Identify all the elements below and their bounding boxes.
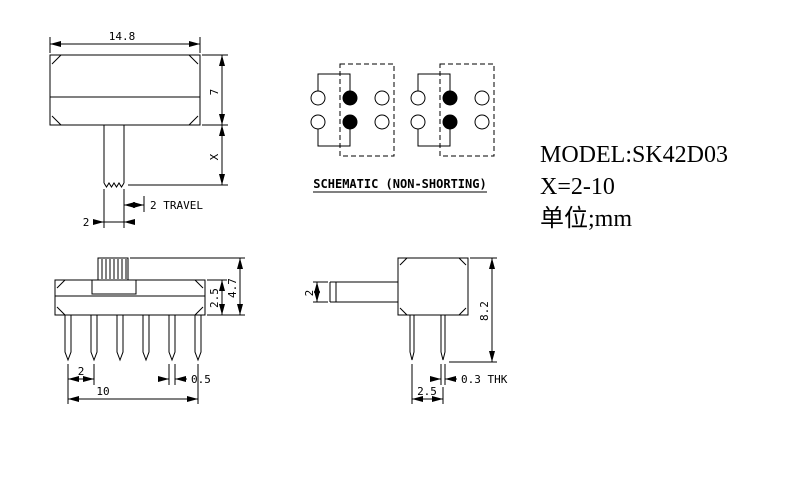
terminal-contact [474,114,490,130]
terminal-contact [410,90,426,106]
terminal-contact [410,114,426,130]
extension-lines [168,364,176,385]
stem-serration [103,182,125,188]
terminal-contact [310,114,326,130]
units-text: 单位;mm [540,205,632,232]
travel-dim: 2 TRAVEL [150,199,203,212]
stem-height-dim: 2 [303,290,316,297]
slider-outline [439,63,495,157]
body-height-dim: 2.5 [208,288,221,308]
pin-span-dim: 10 [96,385,109,398]
slider-outline [339,63,395,157]
contact-bridge [417,73,451,91]
stem-width-dim: 2 [83,216,90,229]
end-total-height-dim: 8.2 [478,301,491,321]
total-height-dim: 4.7 [226,278,239,298]
switch-body-front [49,54,201,126]
pin [194,315,202,362]
extension-lines [440,364,446,385]
pin [116,315,124,362]
end-view-drawing [313,257,497,404]
pin [64,315,72,362]
contact-bridge [317,73,351,91]
pin [409,315,415,361]
actuator-stem-side [329,281,398,303]
front-width-dim: 14.8 [109,30,136,43]
model-text: MODEL:SK42D03 [540,142,728,168]
corner-tabs [56,279,204,316]
switch-body-end [397,257,469,316]
contact-bridge [317,129,351,147]
front-height-dim: 7 [208,89,221,96]
pin-pitch-dim: 2 [78,365,85,378]
contact-bridge [417,129,451,147]
extension-lines [411,364,444,404]
pin-spacing-dim: 2.5 [417,385,437,398]
terminal-contact [374,114,390,130]
terminal-contact [474,90,490,106]
pin [142,315,150,362]
pin-width-dim: 0.5 [191,373,211,386]
slider-block [91,279,137,295]
corner-tabs [399,257,467,316]
side-view-drawing [54,257,245,404]
front-x-dim: X [208,153,221,160]
pin [168,315,176,362]
terminal-contact [310,90,326,106]
switch-body-side [54,279,206,316]
schematic-drawing [310,63,495,193]
actuator-stem [103,125,125,183]
pin-thickness-dim: 0.3 THK [461,373,508,386]
corner-tabs [51,54,199,126]
front-view-drawing [49,37,228,228]
common-contact [442,90,458,106]
schematic-title: SCHEMATIC (NON-SHORTING) [313,177,486,191]
info-block: MODEL:SK42D03 X=2-10 单位;mm [540,142,728,232]
common-contact [342,114,358,130]
common-contact [342,90,358,106]
knob-knurling [101,259,127,279]
pin [440,315,446,361]
common-contact [442,114,458,130]
terminal-contact [374,90,390,106]
x-range-text: X=2-10 [540,174,615,200]
pin [90,315,98,362]
